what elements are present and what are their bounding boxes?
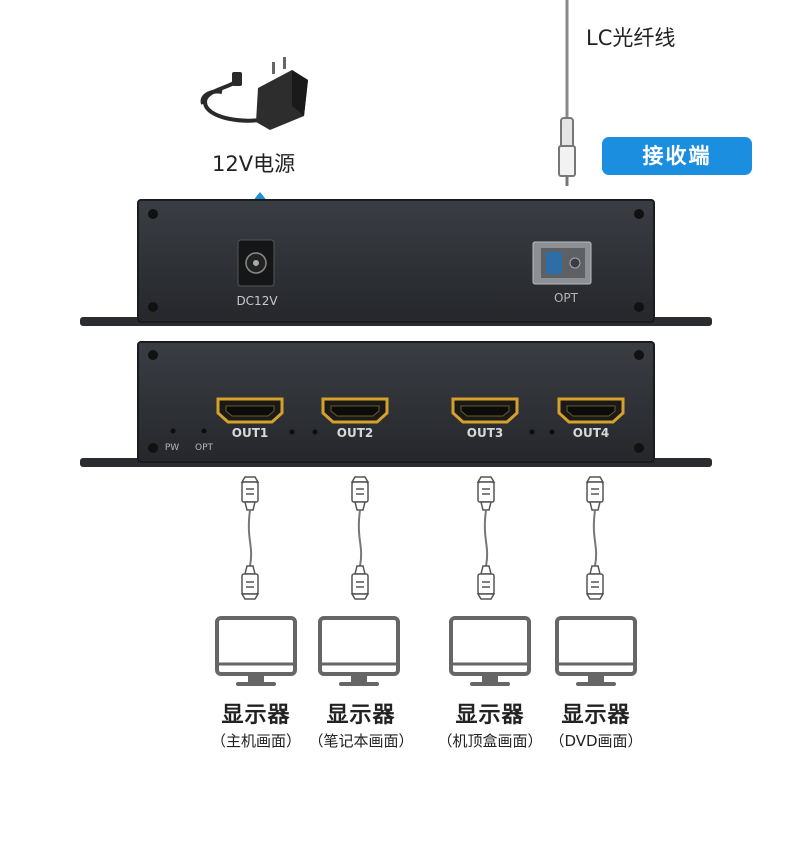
- panel-led-dot: [529, 429, 535, 435]
- dc12v-label: DC12V: [236, 294, 278, 308]
- hdmi-port-out3: [451, 397, 519, 424]
- receiver-rear-panel: [80, 199, 712, 326]
- display-title-3: 显示器: [455, 703, 525, 728]
- hdmi-cable-2: [350, 476, 370, 600]
- hdmi-port-out2: [321, 397, 389, 424]
- pw-led-label: PW: [165, 443, 179, 453]
- dc-power-jack: [237, 239, 275, 287]
- hdmi-cable-1: [240, 476, 260, 600]
- panel-led-dot: [289, 429, 295, 435]
- display-title-2: 显示器: [326, 703, 396, 728]
- receiver-front-panel: [80, 341, 712, 467]
- display-subtitle-2: （笔记本画面）: [308, 732, 414, 750]
- hdmi-cable-4: [585, 476, 605, 600]
- display-title-4: 显示器: [561, 703, 631, 728]
- port-label-out2: OUT2: [337, 426, 373, 440]
- opt-led-indicator: [201, 428, 207, 434]
- pw-led-indicator: [170, 428, 176, 434]
- opt-led-label: OPT: [195, 443, 214, 453]
- display-title-1: 显示器: [221, 703, 291, 728]
- power-supply-label: 12V电源: [212, 152, 296, 176]
- power-adapter-icon: [200, 57, 308, 130]
- monitor-icon: [555, 616, 637, 686]
- hdmi-port-out4: [557, 397, 625, 424]
- port-label-out3: OUT3: [467, 426, 503, 440]
- opt-port-label: OPT: [554, 291, 579, 305]
- display-subtitle-3: （机顶盒画面）: [437, 732, 543, 750]
- display-subtitle-4: （DVD画面）: [549, 732, 643, 750]
- lc-fiber-cable: [558, 0, 576, 186]
- panel-led-dot: [549, 429, 555, 435]
- panel-led-dot: [312, 429, 318, 435]
- fiber-cable-label: LC光纤线: [586, 26, 676, 50]
- sfp-optical-port: [532, 241, 592, 285]
- port-label-out4: OUT4: [573, 426, 609, 440]
- port-label-out1: OUT1: [232, 426, 268, 440]
- monitor-icon: [318, 616, 400, 686]
- monitor-icon: [215, 616, 297, 686]
- hdmi-port-out1: [216, 397, 284, 424]
- monitor-icon: [449, 616, 531, 686]
- receiver-badge: 接收端: [602, 137, 752, 175]
- display-subtitle-1: （主机画面）: [210, 732, 302, 750]
- hdmi-cable-3: [476, 476, 496, 600]
